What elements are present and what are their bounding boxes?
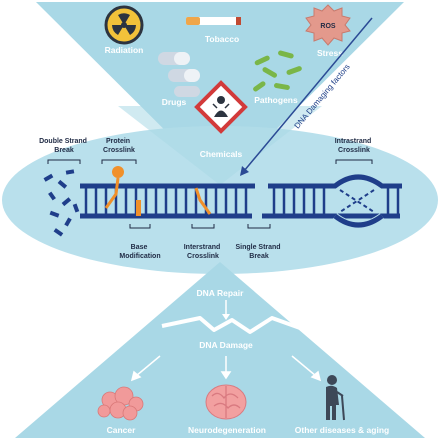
interstrand-crosslink-mark <box>194 187 212 215</box>
other-diseases-label: Other diseases & aging <box>295 425 389 435</box>
lesion-brackets <box>47 159 373 229</box>
base-modification-label: Base Modification <box>119 244 160 260</box>
interstrand-crosslink-label: Interstrand Crosslink <box>184 244 223 260</box>
repair-arrowhead <box>222 314 230 320</box>
protein-crosslink-label: Protein Crosslink <box>103 138 135 154</box>
damaging-factors-panel-tip <box>118 106 322 185</box>
brain-icon <box>205 384 247 420</box>
dna-repair-label: DNA Repair <box>197 288 245 298</box>
intrastrand-crosslink-label: Intrastrand Crosslink <box>335 138 374 154</box>
elderly-person-icon <box>326 375 345 421</box>
dna-ellipse <box>2 126 438 274</box>
base-modification-mark <box>136 200 141 216</box>
chemicals-label: Chemicals <box>200 149 243 159</box>
radiation-label: Radiation <box>105 45 144 55</box>
cancer-cells-icon <box>97 386 144 421</box>
cigarette-icon <box>186 17 241 25</box>
ros-badge-text: ROS <box>320 23 336 30</box>
single-strand-break-label: Single Strand Break <box>235 244 282 260</box>
double-strand-break-fragments <box>43 169 80 237</box>
ros-burst-icon <box>305 4 351 46</box>
drugs-label: Drugs <box>162 97 187 107</box>
dna-damage-label: DNA Damage <box>199 340 253 350</box>
chemical-hazard-icon <box>194 80 248 134</box>
damage-break-line <box>161 316 301 334</box>
cancer-label: Cancer <box>107 425 137 435</box>
outcome-arrows <box>130 355 322 382</box>
pathogens-label: Pathogens <box>254 95 298 105</box>
bacteria-icon <box>253 50 302 92</box>
neurodegeneration-label: Neurodegeneration <box>188 425 266 435</box>
tobacco-label: Tobacco <box>205 34 239 44</box>
damaging-factors-arrowhead <box>240 166 249 176</box>
pills-icon <box>158 52 200 97</box>
damaging-factors-arrow <box>243 17 373 172</box>
protein-crosslink-mark <box>104 166 124 209</box>
dna-helix <box>80 174 402 229</box>
radiation-icon <box>104 5 144 45</box>
stress-label: Stress <box>317 48 343 58</box>
double-strand-break-label: Double Strand Break <box>39 138 89 154</box>
